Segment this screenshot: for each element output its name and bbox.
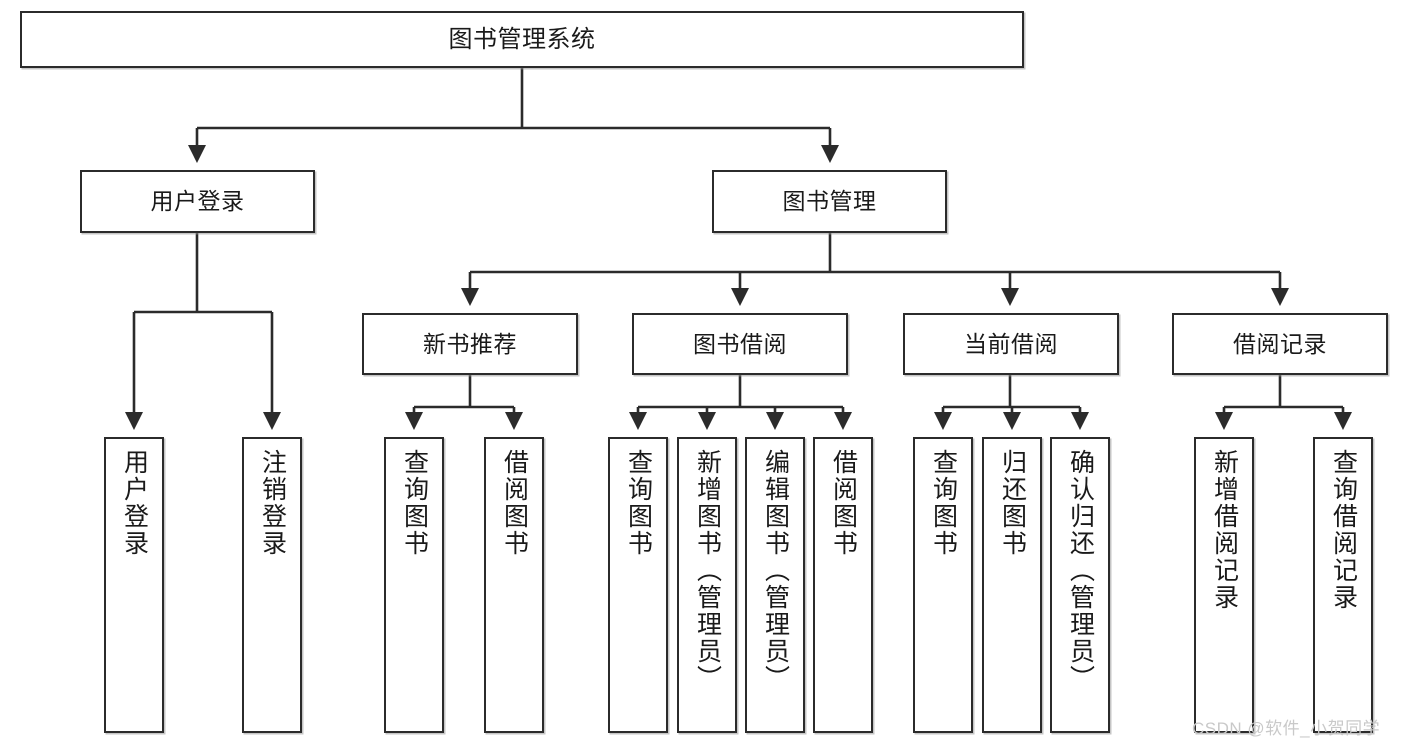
node-label: 编辑图书（管理员） xyxy=(761,449,790,692)
leaf-borrow-book-recommend[interactable]: 借阅图书 xyxy=(484,437,544,733)
leaf-confirm-return[interactable]: 确认归还（管理员） xyxy=(1050,437,1110,733)
node-new-book-recommend[interactable]: 新书推荐 xyxy=(362,313,578,375)
leaf-query-book-recommend[interactable]: 查询图书 xyxy=(384,437,444,733)
node-label: 新书推荐 xyxy=(423,330,517,357)
leaf-borrow-book[interactable]: 借阅图书 xyxy=(813,437,873,733)
node-book-borrow[interactable]: 图书借阅 xyxy=(632,313,848,375)
leaf-return-book[interactable]: 归还图书 xyxy=(982,437,1042,733)
node-book-management[interactable]: 图书管理 xyxy=(712,170,947,233)
leaf-logout-login[interactable]: 注销登录 xyxy=(242,437,302,733)
node-borrow-record[interactable]: 借阅记录 xyxy=(1172,313,1388,375)
node-label: 新增图书（管理员） xyxy=(693,449,722,692)
leaf-query-book-borrow[interactable]: 查询图书 xyxy=(608,437,668,733)
node-label: 查询图书 xyxy=(400,449,429,557)
node-label: 注销登录 xyxy=(258,449,287,557)
node-label: 图书借阅 xyxy=(693,330,787,357)
node-label: 借阅记录 xyxy=(1233,330,1327,357)
node-label: 归还图书 xyxy=(998,449,1027,557)
node-label: 查询图书 xyxy=(929,449,958,557)
node-label: 借阅图书 xyxy=(829,449,858,557)
node-label: 查询图书 xyxy=(624,449,653,557)
node-label: 确认归还（管理员） xyxy=(1066,449,1095,692)
leaf-add-book[interactable]: 新增图书（管理员） xyxy=(677,437,737,733)
watermark-text: CSDN @软件_小贺同学 xyxy=(1192,719,1381,738)
node-label: 借阅图书 xyxy=(500,449,529,557)
node-label: 查询借阅记录 xyxy=(1329,449,1358,611)
leaf-add-borrow-record[interactable]: 新增借阅记录 xyxy=(1194,437,1254,733)
node-label: 图书管理系统 xyxy=(448,25,596,53)
node-user-login[interactable]: 用户登录 xyxy=(80,170,315,233)
node-current-borrow[interactable]: 当前借阅 xyxy=(903,313,1119,375)
node-label: 当前借阅 xyxy=(964,330,1058,357)
node-label: 图书管理 xyxy=(782,188,877,215)
node-label: 用户登录 xyxy=(150,188,245,215)
node-label: 用户登录 xyxy=(120,449,149,557)
node-root-system[interactable]: 图书管理系统 xyxy=(20,11,1024,68)
leaf-edit-book[interactable]: 编辑图书（管理员） xyxy=(745,437,805,733)
leaf-query-borrow-record[interactable]: 查询借阅记录 xyxy=(1313,437,1373,733)
leaf-user-login[interactable]: 用户登录 xyxy=(104,437,164,733)
node-label: 新增借阅记录 xyxy=(1210,449,1239,611)
leaf-query-book-current[interactable]: 查询图书 xyxy=(913,437,973,733)
